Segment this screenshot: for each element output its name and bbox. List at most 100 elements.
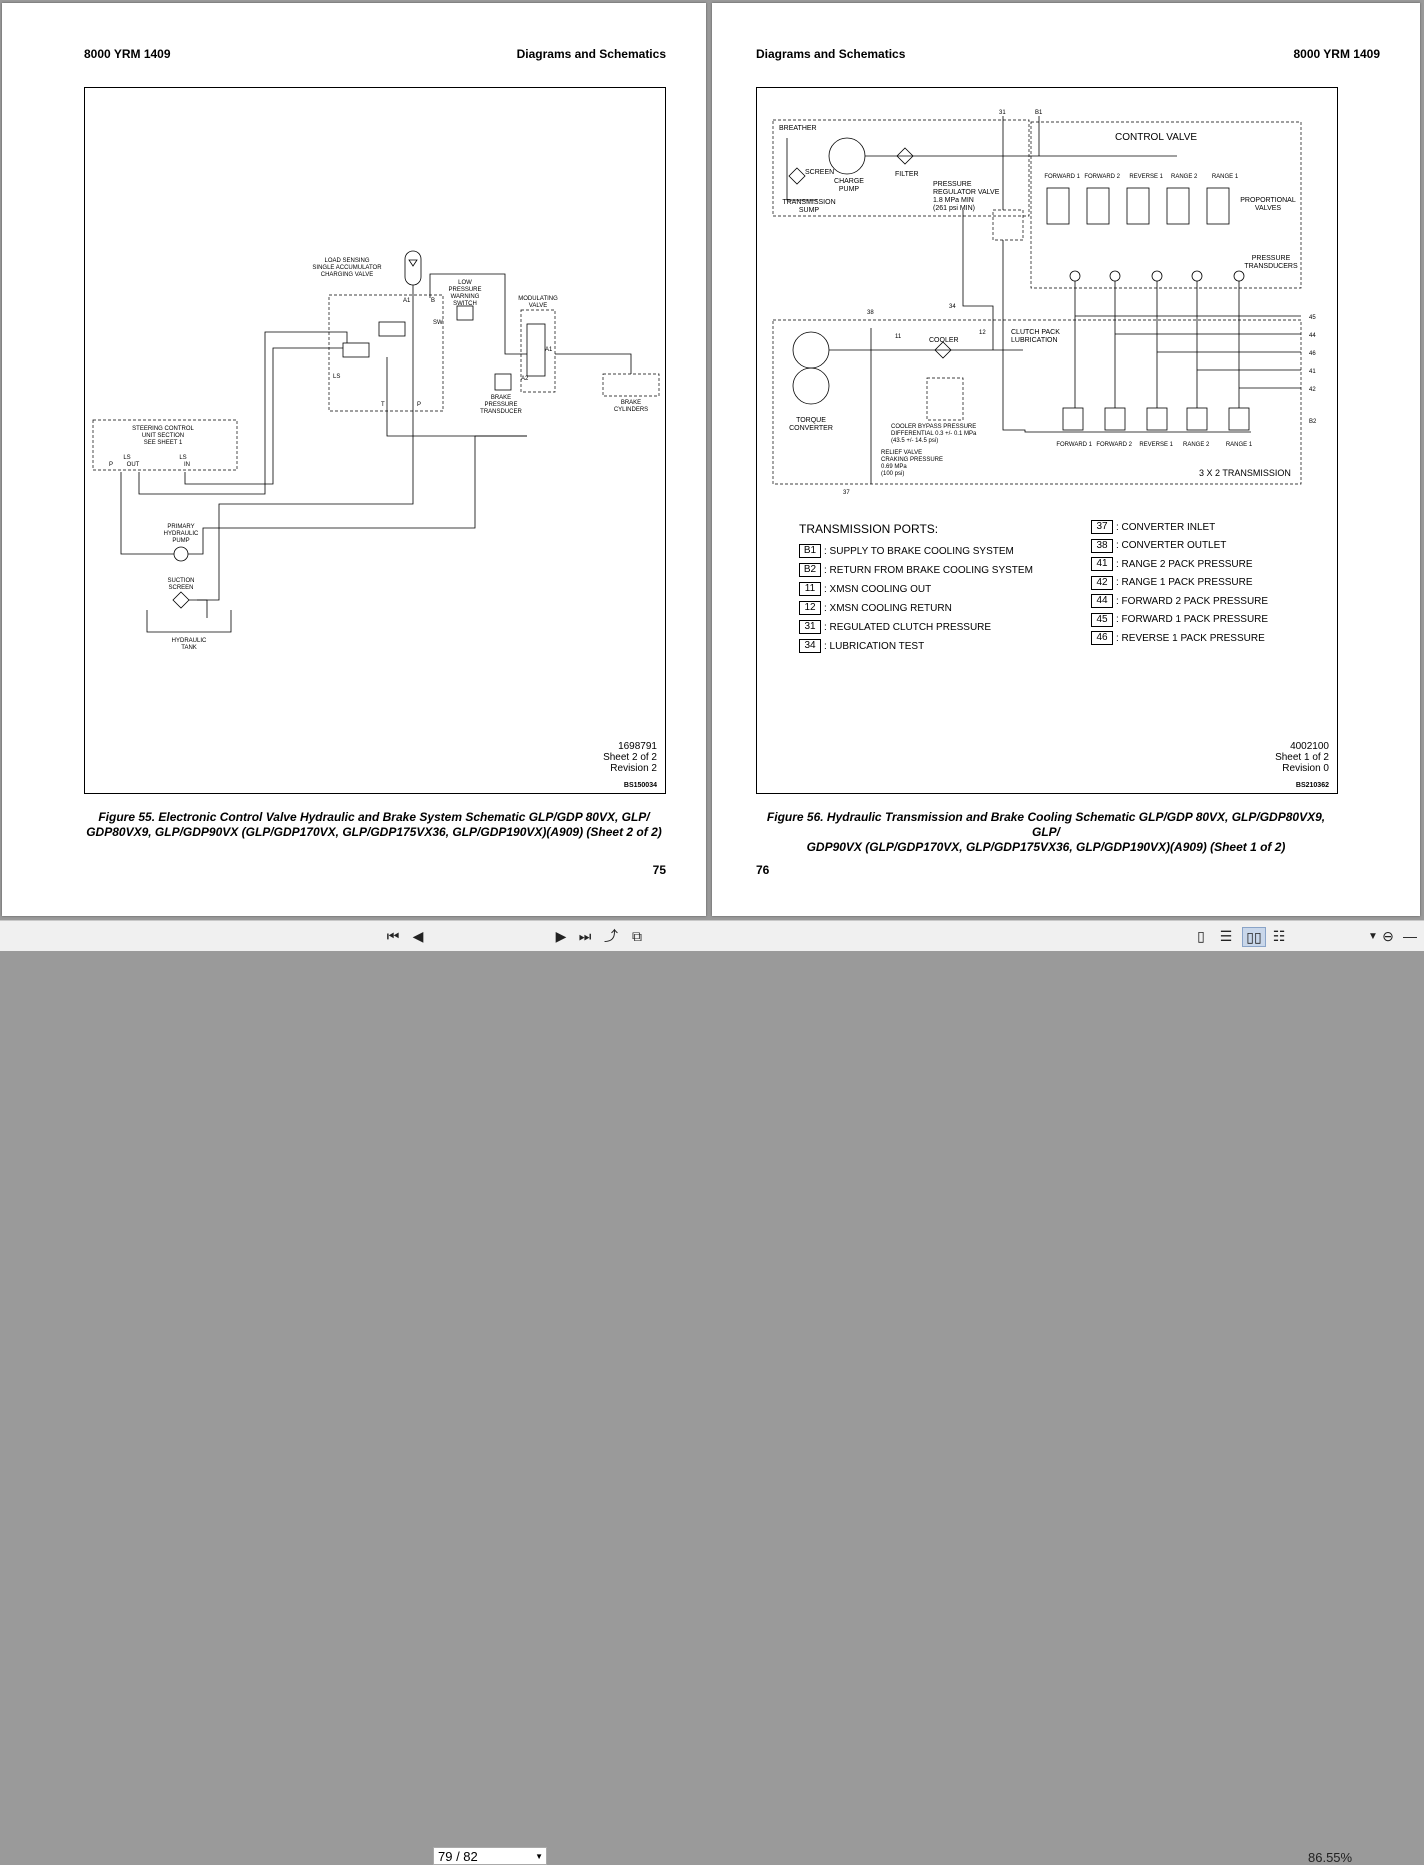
tag-b2: B2 [1309,419,1317,425]
two-page-continuous-icon[interactable]: ☷ [1272,927,1286,944]
relief-label-4: (100 psi) [881,471,904,477]
tag-b1: B1 [1035,110,1043,116]
load-sensing-label-3: CHARGING VALVE [321,272,373,278]
last-page-icon[interactable]: ⏭ [578,927,592,944]
tank-label-1: HYDRAULIC [172,638,207,644]
single-page-icon[interactable]: ▯ [1197,927,1205,944]
ports-title: TRANSMISSION PORTS: [799,522,939,536]
brake-cylinders-box [602,373,660,397]
brake-transducer-label-3: TRANSDUCER [480,409,522,415]
steering-label-2: UNIT SECTION [142,433,184,439]
port-sw-label: SW [433,320,443,326]
clutch-label-3: REVERSE 1 [1139,442,1173,448]
port-t-label: T [381,402,385,408]
clutch-label-5: RANGE 1 [1226,442,1253,448]
page-number-input[interactable]: 79 / 82 ▼ [433,1847,547,1865]
clutch-label-4: RANGE 2 [1183,442,1210,448]
zoom-dropdown-icon[interactable]: ▼ [1368,930,1378,942]
primary-pump-label-3: PUMP [172,538,189,544]
two-page-icon[interactable]: ▯▯ [1242,927,1266,947]
tag-42: 42 [1309,387,1316,393]
zoom-level[interactable]: 86.55% [1308,1850,1353,1865]
transducer-5 [1233,270,1245,282]
continuous-icon[interactable]: ☰ [1219,927,1233,944]
solenoid-label-4: RANGE 2 [1171,174,1198,180]
transducer-1 [1069,270,1081,282]
charge-pump-label-2: PUMP [839,186,860,193]
brake-transducer-label-2: PRESSURE [484,402,517,408]
zoom-slider[interactable]: — [1403,928,1417,944]
tag-46: 46 [1309,351,1316,357]
chevron-down-icon[interactable]: ▼ [535,1851,543,1861]
relief-label-2: CRAKING PRESSURE [881,457,943,463]
relief-label-1: RELIEF VALVE [881,450,922,456]
port-b-label: B [431,298,435,304]
caption-line-2: GDP80VX9, GLP/GDP90VX (GLP/GDP170VX, GLP… [86,825,662,839]
primary-pump-label-1: PRIMARY [167,524,194,530]
tag-11: 11 [895,334,902,340]
port-code: 34 [799,639,821,653]
port-code: 31 [799,620,821,634]
brake-transducer-label-1: BRAKE [491,395,511,401]
load-sensing-label-2: SINGLE ACCUMULATOR [312,265,382,271]
header-left: 8000 YRM 1409 [84,47,171,61]
rotate-icon[interactable]: ⤴ [604,928,618,944]
torque-converter-upper [792,331,830,369]
port-code: 11 [799,582,821,596]
screen-label: SCREEN [805,169,834,176]
control-valve-box [1030,121,1302,289]
page-indicator: 79 / 82 [438,1848,478,1864]
port-description: : CONVERTER OUTLET [1116,540,1227,551]
regulator-label-4: (261 psi MIN) [933,205,975,212]
prev-page-icon[interactable]: ◀ [412,927,424,944]
tag-41: 41 [1309,369,1316,375]
suction-label-1: SUCTION [168,578,195,584]
first-page-icon[interactable]: ⏮ [386,927,400,944]
cooler [934,341,952,359]
regulator-label-1: PRESSURE [933,181,972,188]
brake-cylinders-label-1: BRAKE [621,400,641,406]
regulator-label-3: 1.8 MPa MIN [933,197,974,204]
modulating-label-2: VALVE [529,303,547,309]
bypass-label-2: DIFFERENTIAL 0.3 +/- 0.1 MPa [891,431,977,437]
port-description: : XMSN COOLING RETURN [824,602,952,614]
fit-icon[interactable]: ⧉ [632,927,642,944]
viewer-toolbar: ⏮ ◀ 79 / 82 ▼ ▶ ⏭ ⤴ ⧉ ▯ ☰ ▯▯ ☷ 86.55% ▼ … [0,920,1424,1865]
mod-a1-label: A1 [545,347,553,353]
accumulator [404,250,422,286]
modulating-label-1: MODULATING [518,296,558,302]
header-right: Diagrams and Schematics [516,47,666,61]
ls-out-label-2: OUT [127,462,140,468]
mod-a2-label: A2 [521,376,529,382]
page-number: 75 [652,863,666,877]
port-code: 37 [1091,520,1113,534]
svg-text:FORWARD 1 FORWARD 2: FORWARD 1 FORWARD 2 REVERSE 1 RANGE 2 RA… [1044,174,1239,180]
bypass-valve [926,377,964,421]
zoom-out-icon[interactable]: ⊖ [1382,927,1394,944]
bypass-label-3: (43.5 +/- 14.5 psi) [891,438,938,444]
solenoid-label-5: RANGE 1 [1212,174,1239,180]
clutch-pack-label-1: CLUTCH PACK [1011,329,1060,336]
tag-37: 37 [843,490,850,496]
brake-cylinders-label-2: CYLINDERS [614,407,648,413]
sheet-count: Sheet 1 of 2 [1275,752,1329,763]
clutch-pack-row [1062,407,1250,431]
transmission-label: 3 X 2 TRANSMISSION [1199,468,1291,478]
next-page-icon[interactable]: ▶ [555,927,567,944]
control-valve-label: CONTROL VALVE [1115,132,1197,143]
bypass-label-1: COOLER BYPASS PRESSURE [891,424,976,430]
filter-label: FILTER [895,171,919,178]
